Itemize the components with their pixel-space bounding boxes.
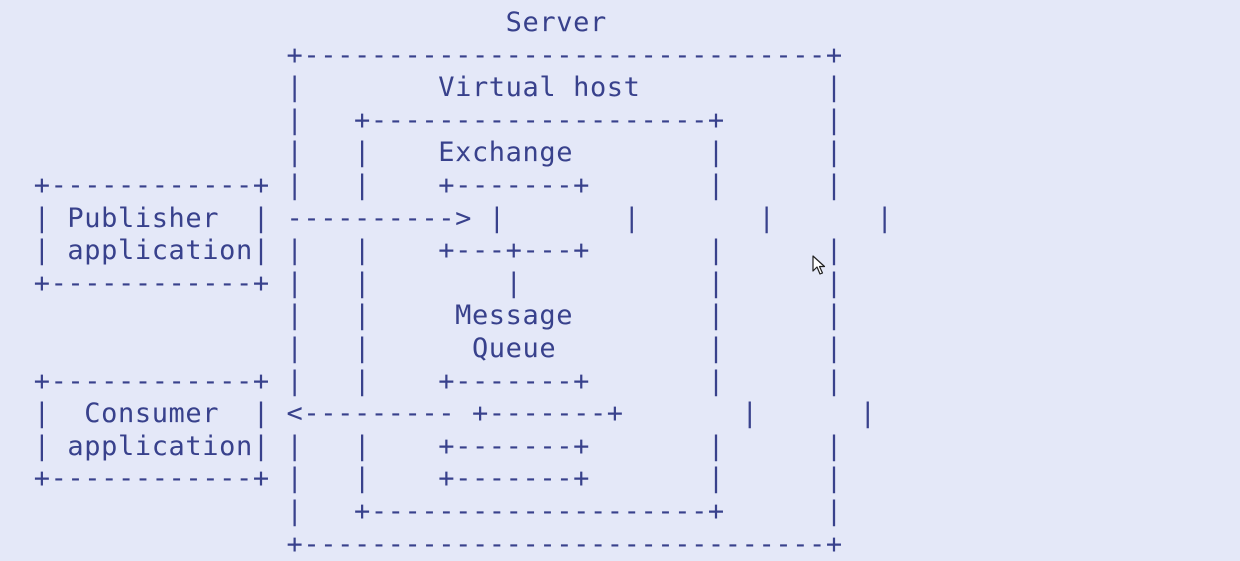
diagram-line-consumer-box-bottom: +------------+ | | +-------+ | | — [0, 463, 843, 495]
diagram-line-server-top-border: +-------------------------------+ — [0, 39, 843, 71]
diagram-line-consumer-arrow: | Consumer | <--------- +-------+ | | — [0, 398, 877, 430]
diagram-line-publisher-arrow: | Publisher | ----------> | | | | — [0, 202, 894, 234]
diagram-line-consumer-application: | application| | | +-------+ | | — [0, 430, 843, 462]
diagram-line-consumer-box-top: +------------+ | | +-------+ | | — [0, 365, 843, 397]
diagram-line-message-title: | | Message | | — [0, 300, 843, 332]
diagram-line-server-bottom-border: +-------------------------------+ — [0, 528, 843, 560]
diagram-line-publisher-box-bottom: +------------+ | | | | | — [0, 267, 843, 299]
diagram-line-publisher-box-top: +------------+ | | +-------+ | | — [0, 170, 843, 201]
diagram-line-publisher-application: | application| | | +---+---+ | | — [0, 235, 843, 267]
mouse-cursor-icon — [812, 255, 826, 275]
diagram-line-virtual-host-top-border: | +--------------------+ | — [0, 104, 843, 136]
diagram-line-virtual-host-bottom-border: | +--------------------+ | — [0, 496, 843, 527]
diagram-line-virtual-host-title: | Virtual host | — [0, 72, 843, 104]
diagram-line-exchange-title: | | Exchange | | — [0, 137, 843, 169]
diagram-line-server-title: Server — [0, 7, 607, 38]
diagram-line-queue-title: | | Queue | | — [0, 333, 843, 364]
